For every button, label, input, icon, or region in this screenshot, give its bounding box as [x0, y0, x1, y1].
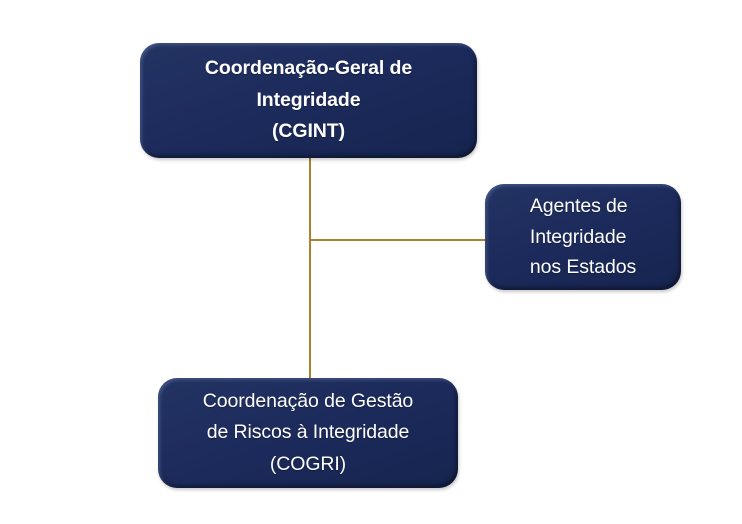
node-cgint[interactable]: Coordenação-Geral de Integridade (CGINT)	[140, 43, 477, 158]
connector-cgint-to-agentes	[309, 239, 486, 241]
node-agentes-label: Agentes de Integridade nos Estados	[529, 194, 637, 279]
node-cogri[interactable]: Coordenação de Gestão de Riscos à Integr…	[158, 378, 458, 488]
connector-cgint-to-cogri	[309, 158, 311, 379]
node-cgint-label: Coordenação-Geral de Integridade (CGINT)	[204, 57, 413, 143]
node-agentes-de-integridade-nos-estados[interactable]: Agentes de Integridade nos Estados	[485, 184, 681, 290]
node-cogri-label: Coordenação de Gestão de Riscos à Integr…	[202, 390, 414, 475]
